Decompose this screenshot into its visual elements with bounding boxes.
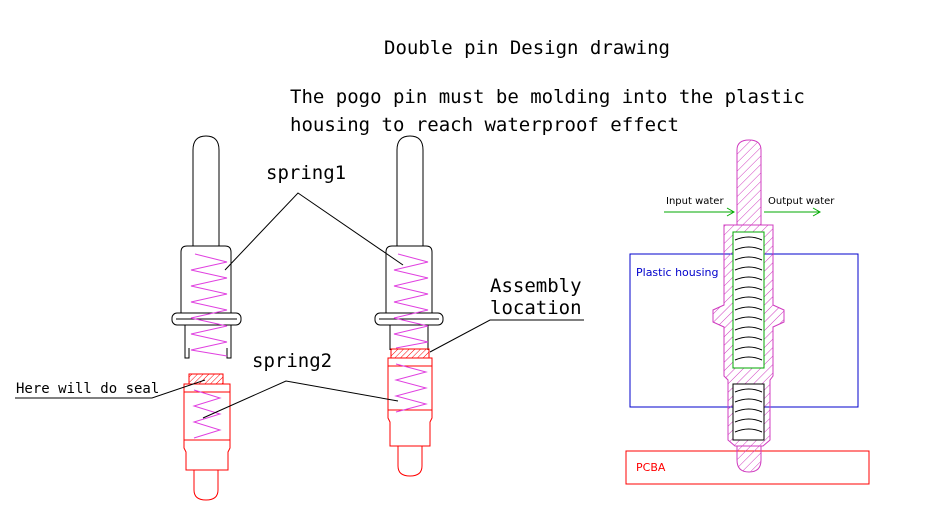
left-pin-assembly [171, 135, 242, 501]
label-output-water: Output water [768, 196, 835, 207]
left-spring-2 [192, 389, 222, 439]
left-bottom-barrel [183, 383, 231, 471]
description-line-2: housing to reach waterproof effect [290, 114, 679, 136]
description-line-1: The pogo pin must be molding into the pl… [290, 86, 805, 108]
label-pcba: PCBA [636, 461, 666, 474]
cross-section-view: Plastic housing PCBA [625, 139, 870, 485]
section-cavity-upper [732, 231, 765, 369]
left-lower-barrel [184, 325, 232, 359]
label-input-water: Input water [666, 196, 724, 207]
label-seal: Here will do seal [16, 381, 159, 397]
leader-seal [15, 379, 206, 399]
label-plastic-housing: Plastic housing [636, 266, 719, 279]
middle-upper-barrel [385, 245, 433, 313]
middle-plunger [396, 135, 424, 246]
section-cavity-lower [732, 383, 765, 441]
middle-spring-1 [393, 253, 429, 349]
left-flange [171, 312, 242, 326]
middle-bottom-tip [397, 446, 423, 477]
section-plunger-bottom [736, 445, 762, 473]
middle-bottom-barrel [387, 357, 433, 447]
left-spring-1 [190, 253, 228, 357]
label-assembly-line1: Assembly [490, 275, 582, 297]
section-plunger-top [736, 139, 762, 226]
leader-spring2 [202, 380, 399, 419]
drawing-title: Double pin Design drawing [384, 37, 670, 59]
middle-flange [374, 312, 444, 326]
label-assembly-line2: location [490, 297, 582, 319]
middle-pin-assembly [374, 135, 444, 477]
leader-assembly [429, 319, 584, 353]
left-bottom-tip [193, 470, 219, 501]
section-spring-lower [734, 388, 763, 433]
leader-spring1 [224, 192, 404, 271]
section-spring-upper [734, 236, 763, 361]
left-plunger [192, 135, 220, 246]
middle-seal-band [390, 348, 430, 359]
left-seal-cap [188, 373, 224, 385]
label-spring1: spring1 [266, 162, 346, 184]
label-spring2: spring2 [252, 350, 332, 372]
left-upper-barrel [180, 245, 232, 313]
middle-spring-2 [394, 363, 428, 413]
